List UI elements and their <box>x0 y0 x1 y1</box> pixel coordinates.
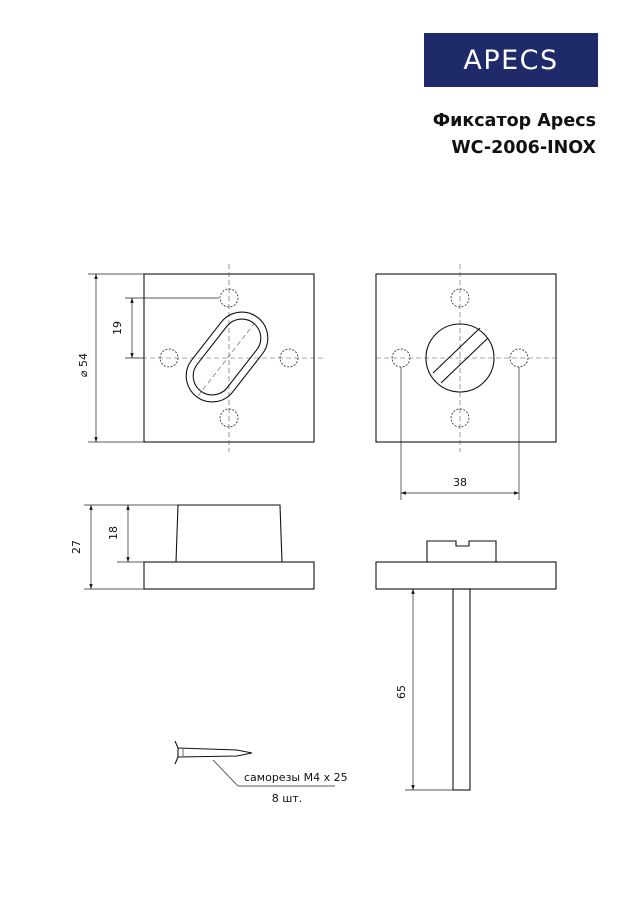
dim-knob-height: 18 <box>107 505 144 563</box>
dim-total-height: 27 <box>70 504 178 590</box>
dim-rod-label: 65 <box>395 685 408 699</box>
knob-outer-outline <box>185 311 269 403</box>
release-slot-edge-1 <box>432 327 481 374</box>
dim-height-label: 27 <box>70 540 83 554</box>
dim-offset-label: 19 <box>111 321 124 335</box>
dim-spacing-label: 38 <box>453 476 467 489</box>
dim-diameter: ⌀ 54 <box>77 273 144 443</box>
back-hole-top <box>450 288 470 308</box>
screw-leader-diagonal <box>212 759 239 787</box>
knob-inner-outline <box>192 318 262 396</box>
dim-hole-offset: 19 <box>111 297 219 359</box>
back-hole-bottom <box>450 408 470 428</box>
screw-count: 8 шт. <box>272 792 302 805</box>
screw-label: саморезы М4 х 25 <box>244 771 348 784</box>
product-title: Фиксатор Apecs WC-2006-INOX <box>433 108 596 162</box>
dim-rod-length: 65 <box>395 589 453 791</box>
dim-diameter-label: ⌀ 54 <box>77 353 90 377</box>
side-view-release <box>375 540 557 791</box>
back-view-release <box>375 264 557 452</box>
screw-shank <box>177 747 253 758</box>
product-title-line1: Фиксатор Apecs <box>432 111 596 131</box>
screw-illustration: саморезы М4 х 25 8 шт. <box>174 740 348 805</box>
side-view-thumbturn <box>143 504 315 590</box>
mounting-hole-left <box>159 348 179 368</box>
screw-head <box>174 740 179 765</box>
dim-knob-label: 18 <box>107 526 120 540</box>
mounting-hole-top <box>219 288 239 308</box>
front-view-thumbturn <box>134 264 324 452</box>
release-disc-outline <box>425 323 495 393</box>
release-base-plate <box>375 561 557 590</box>
mounting-hole-bottom <box>219 408 239 428</box>
product-title-line2: WC-2006-INOX <box>451 138 596 158</box>
side-knob-profile <box>175 504 283 563</box>
knob-axis <box>197 319 258 397</box>
side-base-plate <box>143 561 315 590</box>
thumbturn-knob <box>185 311 269 403</box>
mounting-hole-right <box>279 348 299 368</box>
release-head-profile <box>426 540 497 562</box>
apecs-logo: APECS <box>424 33 598 87</box>
logo-text: APECS <box>463 44 559 76</box>
dim-hole-spacing: 38 <box>400 367 520 500</box>
release-rod <box>452 588 471 791</box>
release-slot-edge-2 <box>440 337 489 384</box>
